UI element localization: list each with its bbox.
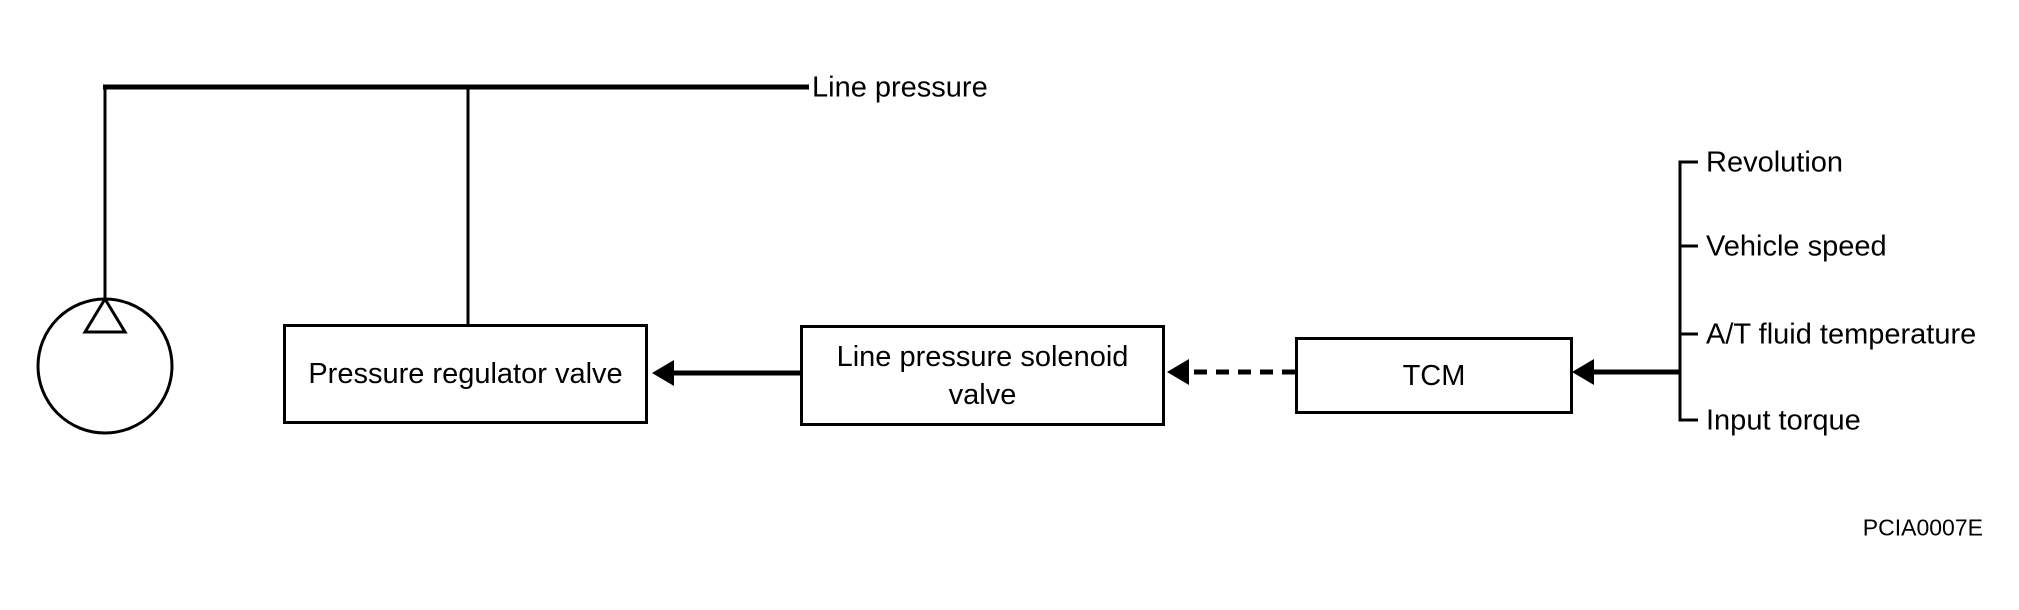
input-bus-line	[1678, 160, 1698, 422]
input-label-vehicle-speed: Vehicle speed	[1706, 230, 1887, 263]
arrowhead-left-icon	[652, 360, 674, 386]
arrowhead-left-icon	[1572, 359, 1594, 385]
input-label-revolution: Revolution	[1706, 146, 1844, 179]
node-label: Pressure regulator valve	[308, 358, 623, 390]
pump-triangle-icon	[82, 296, 128, 334]
node-label: TCM	[1402, 359, 1466, 392]
dashed-arrow-tcm-to-solenoid	[1167, 359, 1295, 385]
arrow-solenoid-to-regulator	[652, 360, 800, 386]
input-label-input-torque: Input torque	[1706, 404, 1861, 437]
arrowhead-left-icon	[1167, 359, 1189, 385]
pump-symbol-icon	[36, 296, 174, 435]
input-label-fluid-temperature: A/T fluid temperature	[1706, 318, 1977, 351]
node-line-pressure-solenoid-valve: Line pressure solenoid valve	[800, 325, 1165, 426]
line-pressure-label: Line pressure	[812, 71, 988, 104]
arrow-inputs-to-tcm	[1572, 359, 1680, 385]
tcm-input-bus	[1678, 160, 1698, 422]
node-tcm: TCM	[1295, 337, 1573, 414]
node-label: Line pressure solenoid valve	[836, 340, 1129, 411]
figure-code: PCIA0007E	[1862, 514, 1983, 541]
node-pressure-regulator-valve: Pressure regulator valve	[283, 324, 648, 424]
